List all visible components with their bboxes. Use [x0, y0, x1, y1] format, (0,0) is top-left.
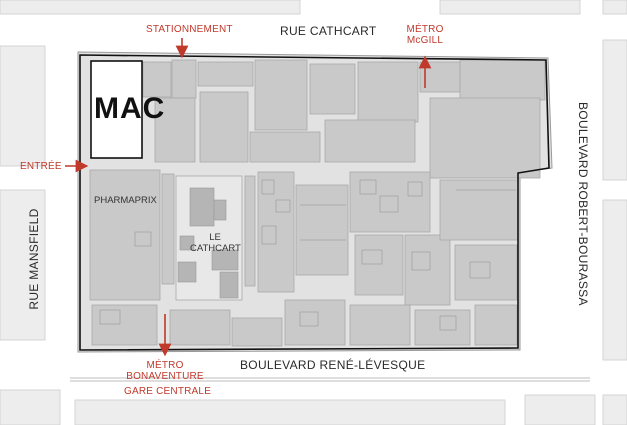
le-cathcart-line2: CATHCART	[190, 243, 241, 254]
street-label-west: RUE MANSFIELD	[27, 208, 41, 310]
metro-bonaventure-label: MÉTRO BONAVENTURE	[125, 360, 205, 382]
mac-building	[90, 60, 143, 159]
metro-bonaventure-line1: MÉTRO	[146, 360, 184, 371]
entrance-arrows	[65, 38, 432, 357]
entry-label: ENTRÉE	[20, 161, 62, 172]
street-label-east: BOULEVARD ROBERT-BOURASSA	[576, 102, 590, 306]
complex-outline	[79, 54, 550, 351]
street-label-north: RUE CATHCART	[280, 24, 377, 38]
rail-lines	[70, 377, 590, 382]
parking-label: STATIONNEMENT	[146, 24, 233, 35]
street-label-south: BOULEVARD RENÉ-LÉVESQUE	[240, 358, 426, 372]
metro-mcgill-line2: McGILL	[406, 35, 444, 46]
le-cathcart-line1: LE	[209, 232, 221, 243]
metro-bonaventure-line2: BONAVENTURE	[126, 371, 204, 382]
mac-label: MAC	[94, 92, 166, 125]
metro-mcgill-label: MÉTRO McGILL	[400, 24, 450, 46]
gare-centrale-label: GARE CENTRALE	[124, 386, 212, 397]
pharmaprix-label: PHARMAPRIX	[94, 195, 157, 206]
metro-mcgill-line1: MÉTRO	[406, 24, 444, 35]
le-cathcart-label: LE CATHCART	[190, 232, 241, 254]
room-details	[99, 179, 516, 331]
hall-details	[177, 187, 239, 299]
